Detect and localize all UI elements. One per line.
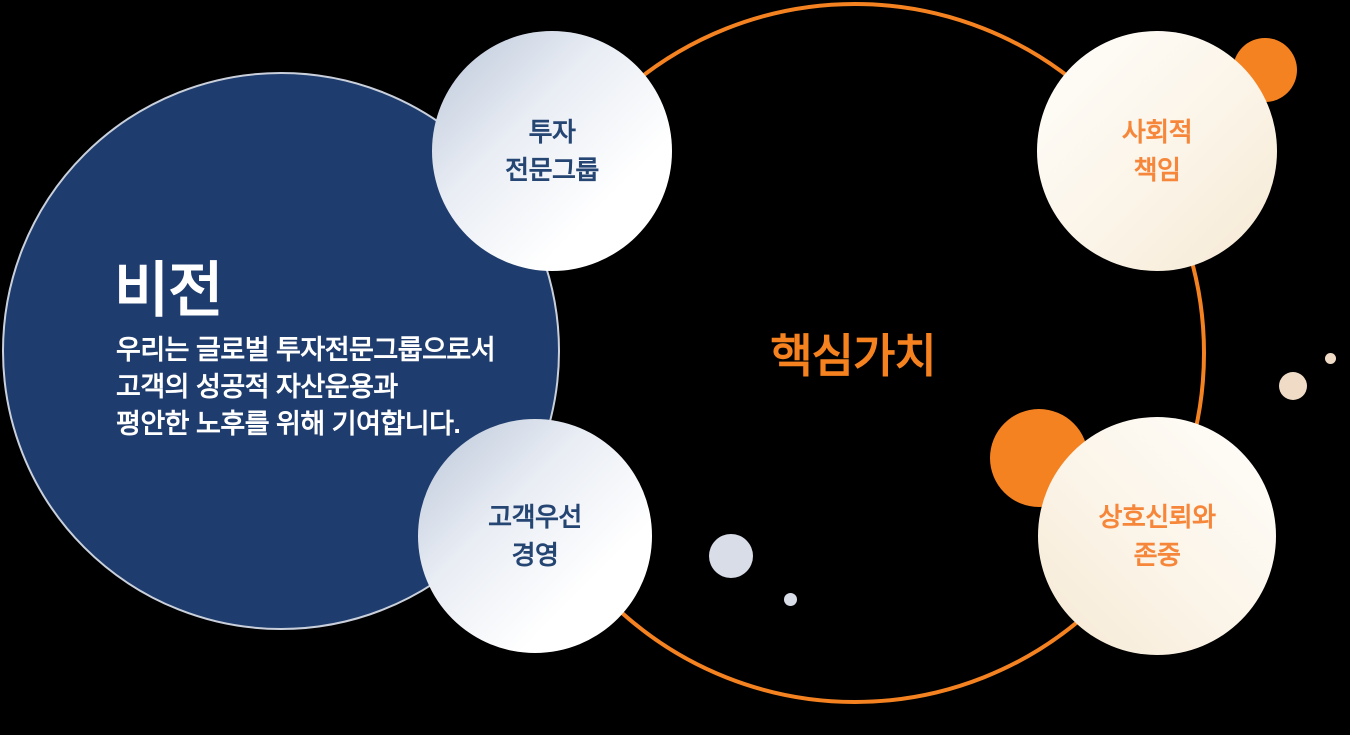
value-label-line: 상호신뢰와 — [1098, 502, 1216, 532]
vision-description-line-2: 고객의 성공적 자산운용과 — [116, 372, 398, 402]
value-circle-customer-first: 고객우선 경영 — [418, 419, 652, 653]
value-label-line: 고객우선 — [488, 502, 582, 532]
value-circle-social-responsibility: 사회적 책임 — [1037, 31, 1277, 271]
vision-title: 비전 — [114, 257, 223, 324]
vision-description: 우리는 글로벌 투자전문그룹으로서 고객의 성공적 자산운용과 평안한 노후를 … — [116, 332, 496, 443]
vision-description-line-1: 우리는 글로벌 투자전문그룹으로서 — [116, 335, 496, 365]
value-label-line: 경영 — [511, 540, 559, 570]
lavender-dot-large — [709, 534, 753, 578]
value-label-line: 투자 — [528, 117, 576, 147]
lavender-dot-small — [784, 593, 797, 606]
value-label-line: 책임 — [1133, 155, 1181, 185]
beige-dot-large — [1279, 372, 1307, 400]
core-values-title: 핵심가치 — [770, 330, 936, 382]
value-label-line: 존중 — [1133, 540, 1181, 570]
beige-dot-small — [1325, 353, 1336, 364]
value-circle-investment-group: 투자 전문그룹 — [432, 31, 672, 271]
value-circle-mutual-trust: 상호신뢰와 존중 — [1038, 417, 1276, 655]
value-label-line: 사회적 — [1121, 117, 1193, 147]
value-label-line: 전문그룹 — [505, 155, 599, 185]
vision-description-line-3: 평안한 노후를 위해 기여합니다. — [116, 409, 461, 439]
